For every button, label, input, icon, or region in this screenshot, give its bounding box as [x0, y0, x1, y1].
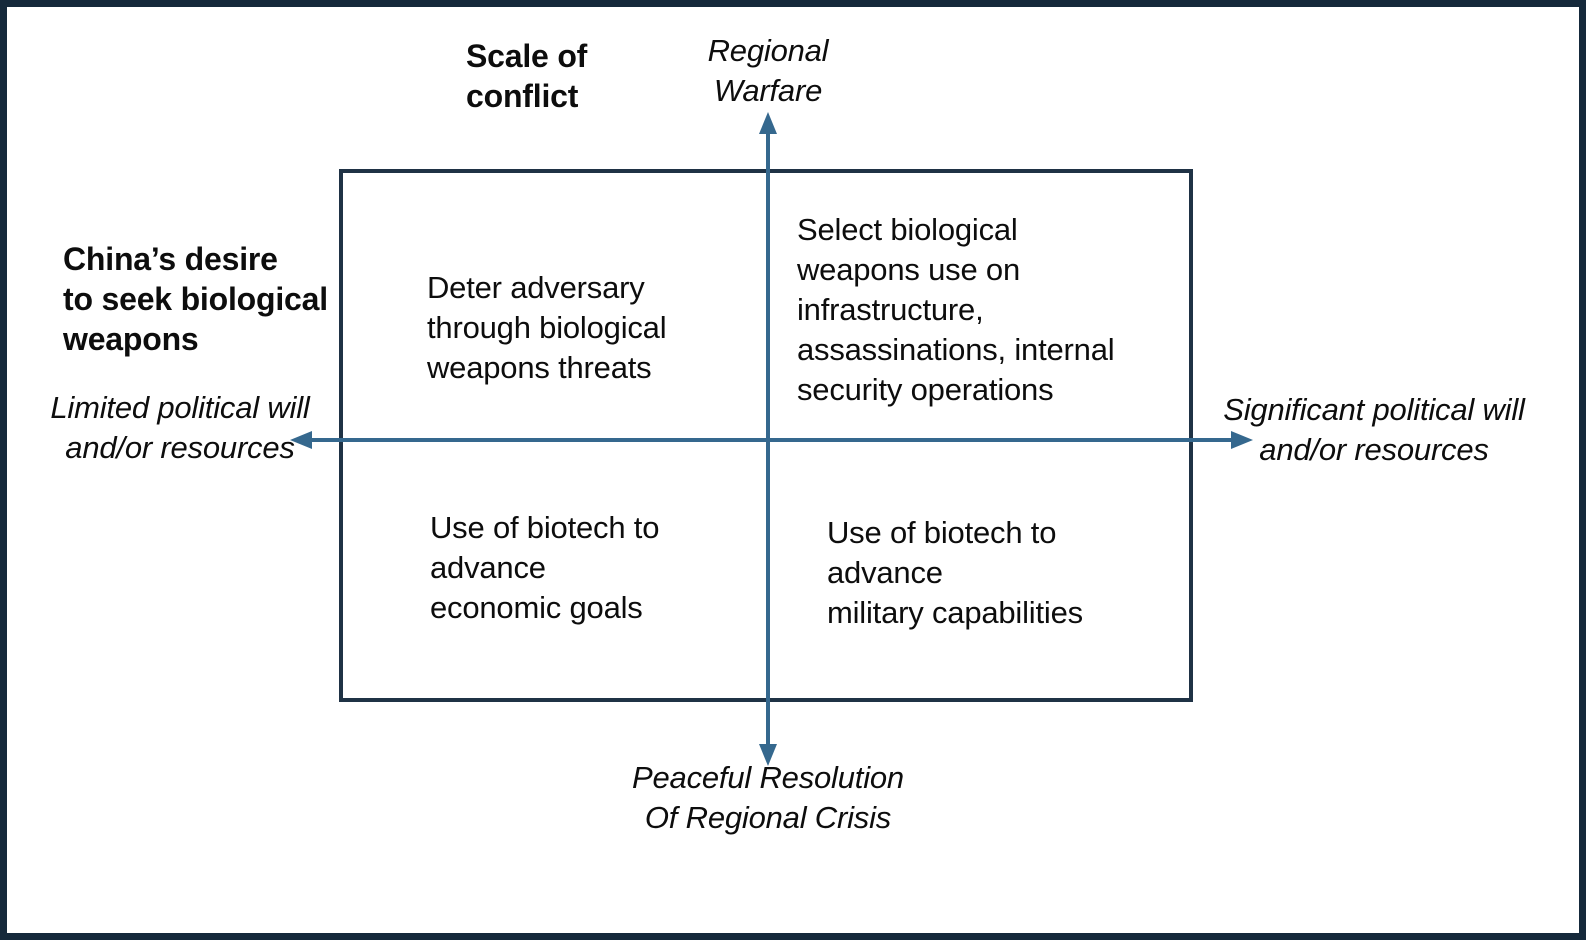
- left-arrowhead-icon: [290, 431, 312, 449]
- horizontal-axis-right-label: Significant political will and/or resour…: [1223, 392, 1525, 467]
- vertical-axis-title: Scale of conflict: [466, 38, 588, 114]
- down-arrowhead-icon: [759, 744, 777, 766]
- vertical-axis-top-label: Regional Warfare: [707, 33, 829, 108]
- quadrant-bottom-right-text: Use of biotech to advance military capab…: [827, 515, 1083, 630]
- quadrant-top-left-text: Deter adversary through biological weapo…: [427, 270, 667, 385]
- horizontal-axis-left-label: Limited political will and/or resources: [50, 390, 310, 465]
- right-arrowhead-icon: [1231, 431, 1253, 449]
- vertical-axis-bottom-label: Peaceful Resolution Of Regional Crisis: [632, 760, 904, 835]
- up-arrowhead-icon: [759, 112, 777, 134]
- quadrant-top-right-text: Select biological weapons use on infrast…: [797, 212, 1115, 407]
- quadrant-bottom-left-text: Use of biotech to advance economic goals: [430, 510, 660, 625]
- horizontal-axis-title: China’s desire to seek biological weapon…: [63, 241, 328, 357]
